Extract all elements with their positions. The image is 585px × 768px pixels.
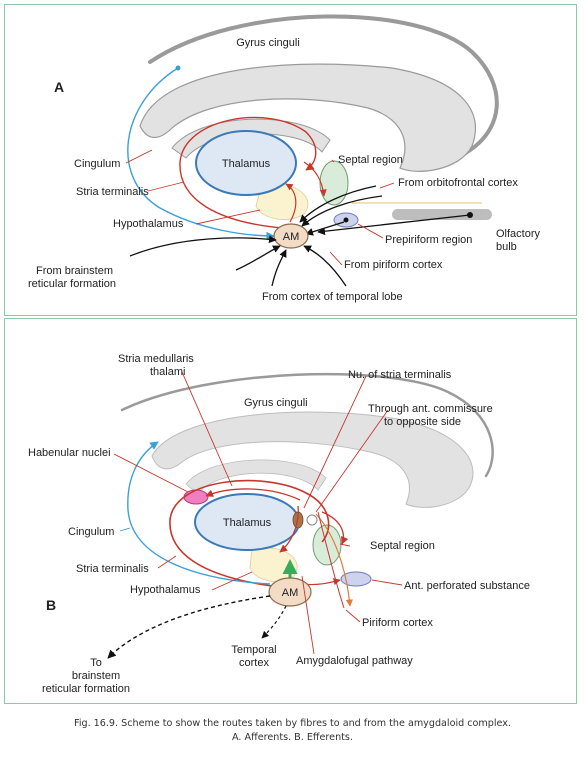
panel-a-letter: A	[54, 79, 64, 95]
stria-terminalis-branch-a	[285, 183, 297, 223]
prepiriform-origin-a	[343, 217, 349, 223]
olfactory-fiber-a	[317, 214, 471, 236]
thalamus-label-b: Thalamus	[223, 517, 272, 529]
temporal-label-1-b: Temporal	[231, 644, 276, 656]
panel-a: Thalamus AM	[28, 14, 541, 303]
olfactory-origin-a	[467, 212, 473, 218]
hypothalamus-pointer-b	[211, 571, 253, 591]
septal-region-a	[319, 160, 349, 206]
habenular-label-b: Habenular nuclei	[28, 447, 111, 459]
ant-commissure-label-1-b: Through ant. commissure	[368, 403, 493, 415]
stria-hypothalamus-fiber-b	[279, 505, 299, 553]
thalamus-a	[195, 130, 297, 196]
brainstem-label-1-a: From brainstem	[36, 265, 113, 277]
pointer-lines-a	[125, 149, 395, 266]
stria-terminalis-fiber-a	[179, 116, 317, 229]
brainstem-label-2-a: reticular formation	[28, 278, 116, 290]
caption-line-1: Fig. 16.9. Scheme to show the routes tak…	[74, 718, 511, 729]
cingulum-fiber-b	[127, 441, 271, 585]
ant-commissure-label-2-b: to opposite side	[384, 416, 461, 428]
cortex-outline-a	[148, 14, 499, 157]
orbitofrontal-fiber-1-a	[301, 195, 383, 227]
orbitofrontal-label-a: From orbitofrontal cortex	[398, 177, 518, 189]
am-label-b: AM	[282, 587, 299, 599]
prepiriform-fiber-a	[305, 221, 345, 236]
anterior-commissure-b	[306, 514, 318, 526]
panel-b: Thalamus AM	[28, 353, 530, 695]
brainstem-fiber-a	[129, 235, 277, 257]
temporal-label-2-b: cortex	[239, 657, 269, 669]
septal-region-b	[312, 524, 342, 566]
cingulum-label-b: Cingulum	[68, 526, 114, 538]
gyrus-cinguli-label-a: Gyrus cinguli	[236, 37, 300, 49]
panel-b-frame	[4, 318, 577, 704]
pointer-lines-b	[113, 371, 403, 655]
brainstem-efferent-b	[107, 595, 271, 659]
stria-piriform-fiber-b	[315, 513, 353, 607]
olfactory-label-2-a: bulb	[496, 241, 517, 253]
to-label-1-b: To	[90, 657, 102, 669]
corpus-callosum-b	[151, 411, 474, 508]
hypothalamus-label-a: Hypothalamus	[113, 218, 184, 230]
temporal-efferent-b	[261, 605, 287, 639]
prepiriform-label-a: Prepiriform region	[385, 234, 472, 246]
stria-terminalis-label-b: Stria terminalis	[76, 563, 149, 575]
nu-stria-label-b: Nu. of stria terminalis	[348, 369, 452, 381]
ant-perforated-substance-b	[340, 571, 372, 587]
stria-medullaris-label-1-b: Stria medullaris	[118, 353, 194, 365]
stria-piriform-fiber-2-b	[317, 511, 345, 609]
stria-medullaris-fiber-b	[205, 488, 301, 501]
cortex-outline-b	[120, 372, 494, 478]
to-label-2-b: brainstem	[72, 670, 120, 682]
fornix-b	[185, 459, 327, 495]
stria-terminalis-pointer-b	[157, 555, 177, 569]
olfactory-label-1-a: Olfactory	[496, 228, 541, 240]
ant-perforated-label-b: Ant. perforated substance	[404, 580, 530, 592]
stria-terminalis-label-a: Stria terminalis	[76, 186, 149, 198]
stria-terminalis-fiber-b	[169, 479, 330, 587]
gyrus-cinguli-label-b: Gyrus cinguli	[244, 397, 308, 409]
cingulum-origin-a	[175, 65, 181, 71]
temporal-label-a: From cortex of temporal lobe	[262, 291, 403, 303]
temporal-fiber-3-a	[303, 245, 347, 287]
to-label-3-b: reticular formation	[42, 683, 130, 695]
piriform-label-b: Piriform cortex	[362, 617, 433, 629]
amygdala-b	[268, 577, 312, 607]
stria-medullaris-label-2-b: thalami	[150, 366, 185, 378]
cingulum-label-a: Cingulum	[74, 158, 120, 170]
stria-septal-fiber-b	[321, 511, 349, 545]
septal-region-label-a: Septal region	[338, 154, 403, 166]
am-label-a: AM	[283, 231, 300, 243]
panel-a-frame	[4, 4, 577, 316]
caption-line-2: A. Afferents. B. Efferents.	[232, 732, 353, 743]
orbitofrontal-fiber-2-a	[299, 185, 377, 223]
cingulum-pointer-b	[119, 527, 131, 532]
amygdalofugal-label-b: Amygdalofugal pathway	[296, 655, 413, 667]
temporal-fiber-1-a	[235, 245, 281, 271]
piriform-label-a: From piriform cortex	[344, 259, 443, 271]
hypothalamus-label-b: Hypothalamus	[130, 584, 201, 596]
panel-b-letter: B	[46, 597, 56, 613]
temporal-fiber-2-a	[271, 249, 287, 287]
thalamus-label-a: Thalamus	[222, 158, 271, 170]
olfactory-bulb-a	[392, 209, 492, 220]
stria-terminalis-septal-a	[303, 161, 327, 197]
septal-region-label-b: Septal region	[370, 540, 435, 552]
cingulum-fiber-a	[127, 67, 275, 241]
corpus-callosum-a	[139, 63, 477, 172]
